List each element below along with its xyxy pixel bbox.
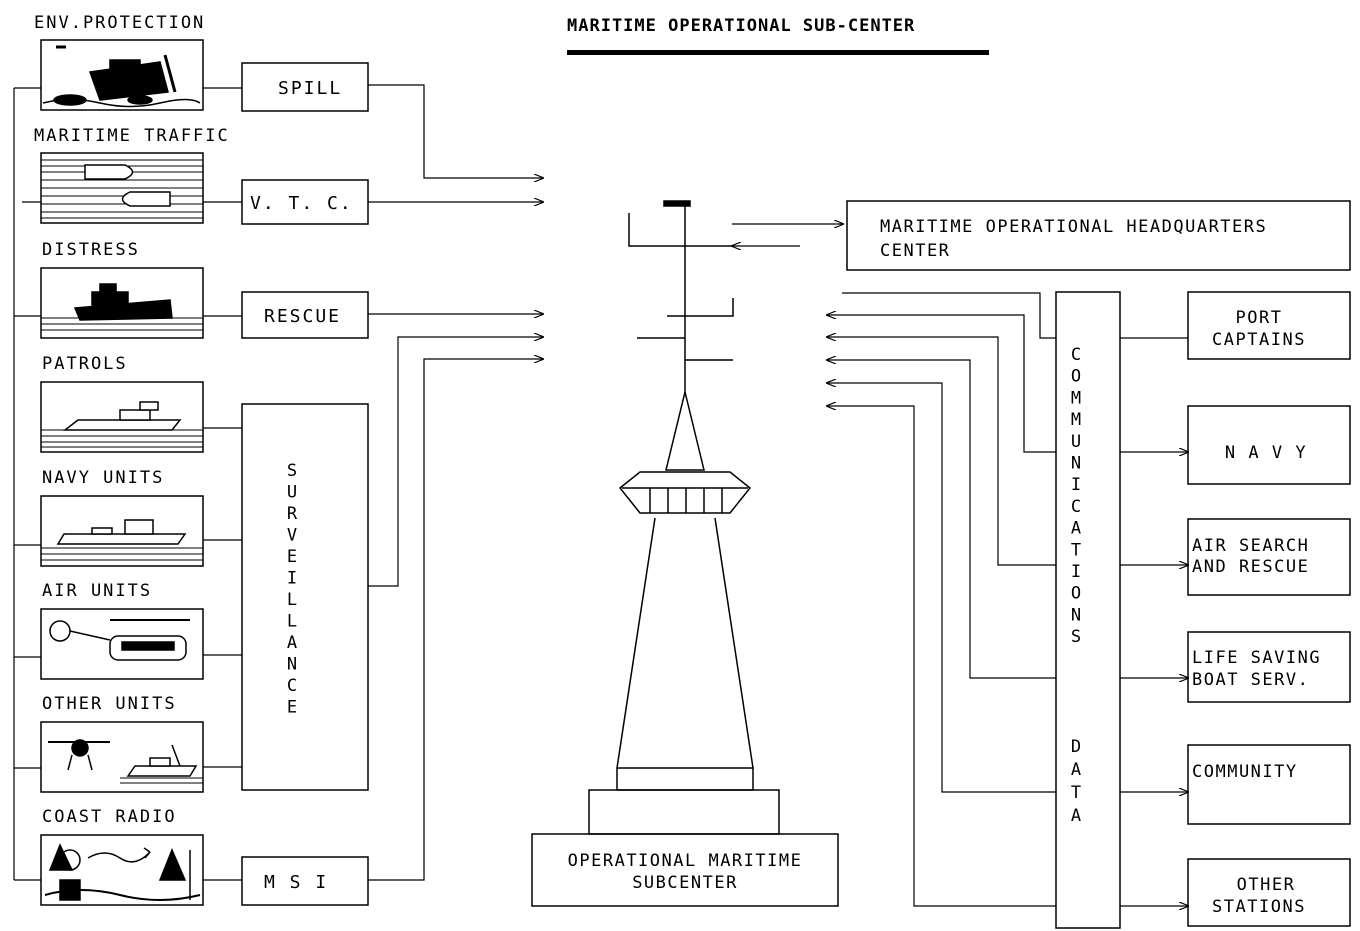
- radio-antenna-icon: [41, 835, 203, 905]
- subcenter-label-line2: SUBCENTER: [632, 873, 738, 893]
- air-search-line2: AND RESCUE: [1192, 557, 1309, 577]
- life-saving-line1: LIFE SAVING: [1192, 648, 1321, 668]
- navy-ship-icon: [41, 496, 203, 566]
- spill-label: SPILL: [278, 78, 342, 99]
- air-search-line1: AIR SEARCH: [1192, 536, 1309, 556]
- source-label-navy-units: NAVY UNITS: [42, 468, 164, 488]
- source-label-coast-radio: COAST RADIO: [42, 807, 177, 827]
- diagram-title: MARITIME OPERATIONAL SUB-CENTER: [567, 16, 915, 36]
- headquarters-links: [732, 224, 843, 246]
- source-label-air-units: AIR UNITS: [42, 581, 152, 601]
- source-label-distress: DISTRESS: [42, 240, 140, 260]
- headquarters-label-line2: CENTER: [880, 241, 950, 261]
- subcenter-label-line1: OPERATIONAL MARITIME: [568, 851, 803, 871]
- source-label-maritime-traffic: MARITIME TRAFFIC: [34, 126, 230, 146]
- source-label-patrols: PATROLS: [42, 354, 128, 374]
- source-label-env-protection: ENV.PROTECTION: [34, 13, 205, 33]
- vtc-label: V. T. C.: [250, 193, 353, 214]
- surveillance-box: [242, 404, 368, 790]
- other-stations-line1: OTHER: [1237, 875, 1296, 895]
- headquarters-label-line1: MARITIME OPERATIONAL HEADQUARTERS: [880, 217, 1267, 237]
- rescue-label: RESCUE: [264, 306, 341, 327]
- community-box: [1188, 745, 1350, 824]
- distressed-ship-icon: [41, 268, 203, 338]
- plane-and-boat-icon: [41, 722, 203, 792]
- vessel-traffic-icon: [41, 153, 203, 223]
- community-line1: COMMUNITY: [1192, 762, 1298, 782]
- life-saving-line2: BOAT SERV.: [1192, 670, 1309, 690]
- tower-drawing: [589, 201, 779, 834]
- title-underline: [567, 50, 989, 55]
- patrol-boat-icon: [41, 382, 203, 452]
- sinking-ship-icon: [41, 40, 203, 110]
- navy-line1: N A V Y: [1225, 443, 1307, 463]
- helicopter-icon: [41, 609, 203, 679]
- communications-data-box: [1056, 292, 1120, 928]
- port-captains-line1: PORT: [1236, 308, 1283, 328]
- other-stations-line2: STATIONS: [1212, 897, 1306, 917]
- msi-label: M S I: [264, 872, 328, 893]
- port-captains-line2: CAPTAINS: [1212, 330, 1306, 350]
- source-label-other-units: OTHER UNITS: [42, 694, 177, 714]
- right-connectors: [827, 293, 1188, 906]
